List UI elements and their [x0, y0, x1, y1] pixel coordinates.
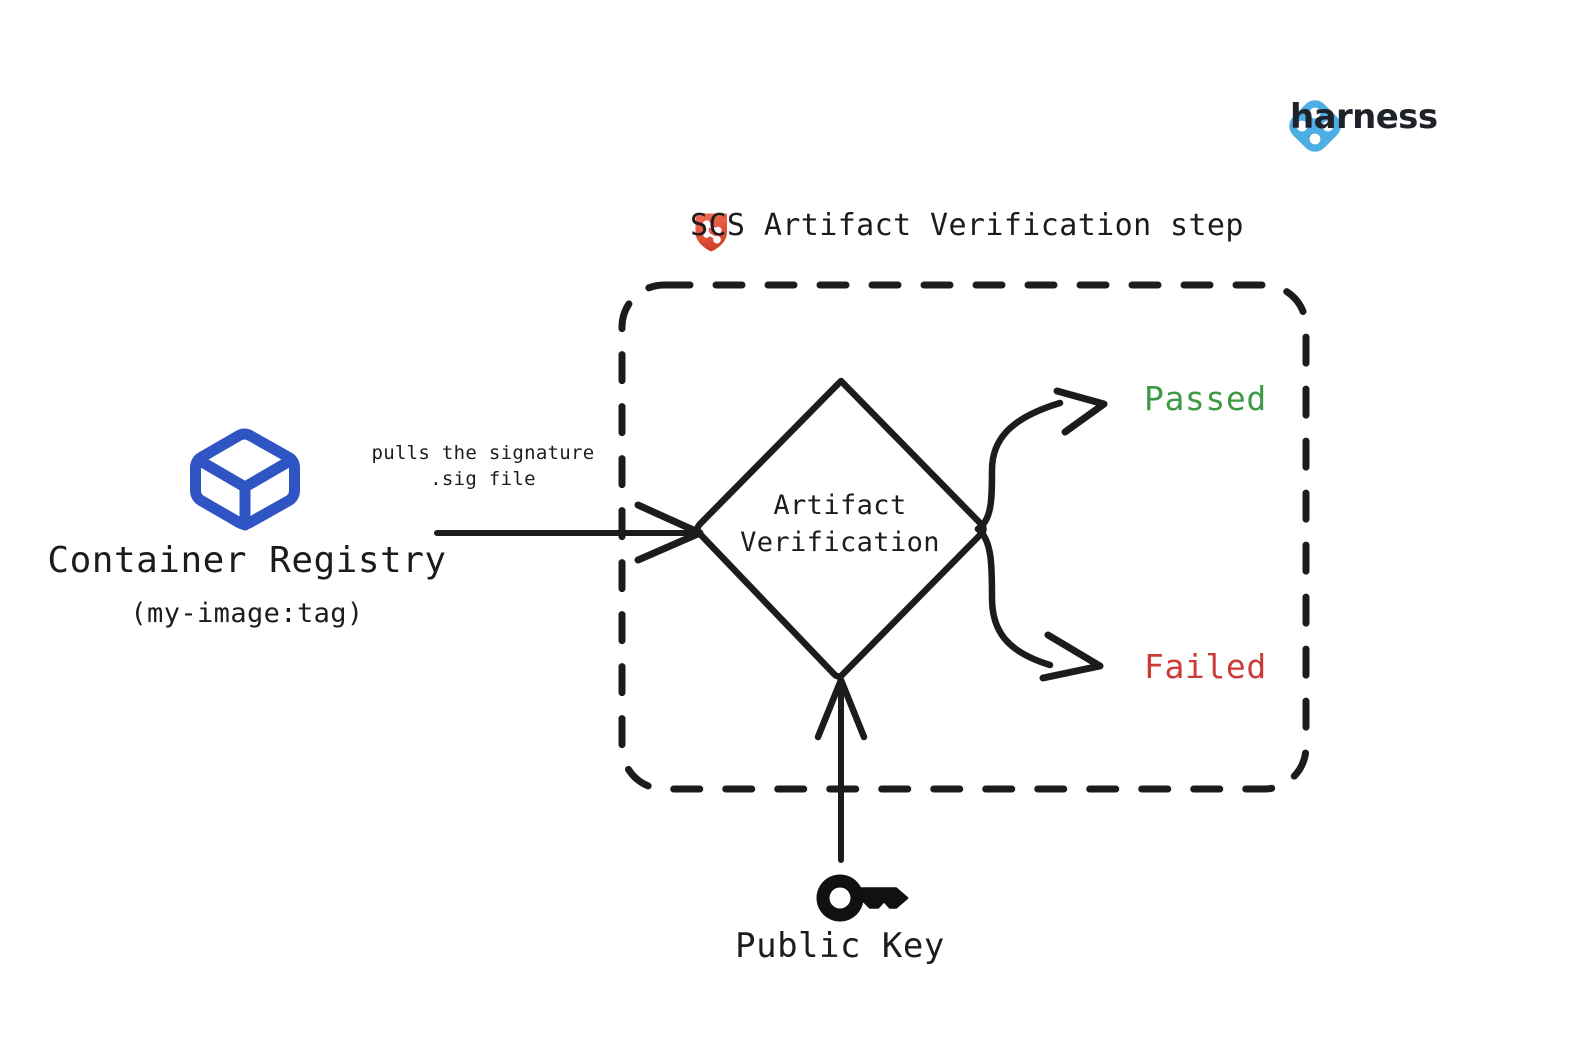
scs-shield-icon: [695, 213, 727, 252]
container-registry-image-tag: (my-image:tag): [130, 598, 364, 629]
step-title: SCS Artifact Verification step: [690, 208, 1244, 243]
verification-node-label: Artifact Verification: [700, 487, 980, 561]
harness-wordmark: harness: [1290, 97, 1438, 137]
public-key-label: Public Key: [735, 926, 945, 966]
pull-signature-line-1: pulls the signature: [371, 442, 595, 464]
key-icon: [816, 874, 909, 922]
outcome-passed-label: Passed: [1144, 379, 1267, 418]
edge-verification-to-passed: [974, 387, 1108, 533]
pull-signature-line-2: .sig file: [430, 468, 536, 490]
outcome-failed-label: Failed: [1144, 647, 1267, 686]
container-cube-icon: [190, 428, 300, 531]
container-registry-label: Container Registry: [47, 540, 447, 581]
scs-step-boundary: [618, 281, 1310, 793]
verification-label-line-2: Verification: [740, 527, 940, 558]
edge-publickey-to-verification: [814, 676, 868, 863]
harness-logo: harness: [1290, 97, 1438, 137]
edge-verification-to-failed: [974, 525, 1104, 682]
harness-diamond-icon: [1289, 100, 1341, 152]
step-title-label: SCS Artifact Verification step: [690, 208, 1244, 243]
pull-signature-edge-label: pulls the signature .sig file: [358, 440, 608, 492]
verification-label-line-1: Artifact: [773, 490, 907, 521]
